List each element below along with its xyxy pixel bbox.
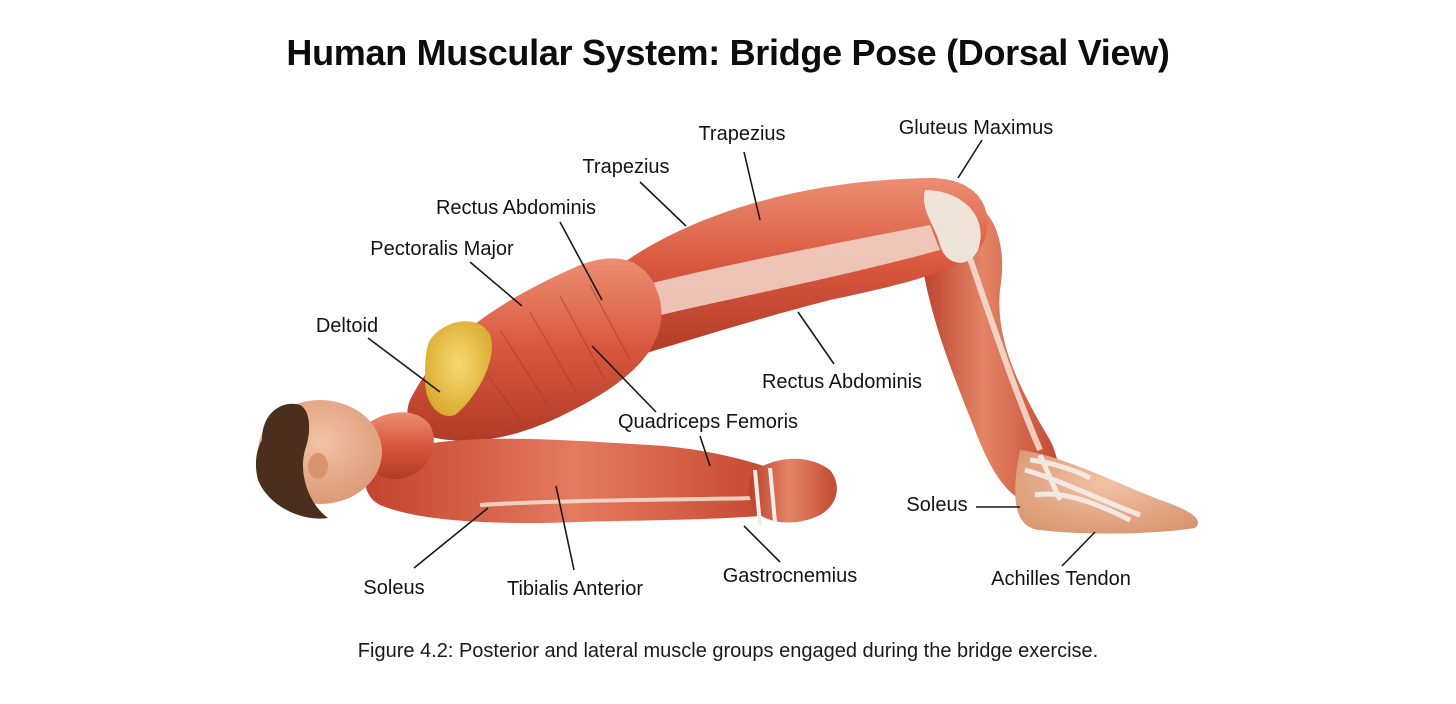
forearm-tendon — [479, 496, 761, 507]
labels: Trapezius Gluteus Maximus Trapezius Rect… — [316, 117, 1131, 600]
figure-title: Human Muscular System: Bridge Pose (Dors… — [286, 32, 1170, 73]
leader-trapezius-lower — [639, 181, 687, 227]
label-rectus-abdominis-upper: Rectus Abdominis — [436, 197, 596, 219]
arm — [365, 438, 785, 524]
leader-rectus-abdominis-upper — [559, 221, 603, 301]
label-trapezius-upper: Trapezius — [698, 123, 785, 145]
wrist-tendons — [753, 467, 777, 526]
leader-tibialis-anterior — [555, 485, 575, 571]
label-tibialis-anterior: Tibialis Anterior — [507, 578, 643, 600]
leader-trapezius-upper — [743, 151, 761, 221]
ear — [308, 453, 328, 479]
leader-pectoralis-major — [469, 261, 523, 307]
thigh-band — [625, 225, 940, 320]
leader-quadriceps-femoris — [591, 345, 657, 413]
leader-soleus-left — [413, 507, 489, 569]
leader-achilles-tendon — [1061, 531, 1096, 567]
leader-gluteus-maximus — [957, 139, 983, 179]
label-quadriceps-femoris: Quadriceps Femoris — [618, 411, 798, 433]
leader-deltoid — [367, 337, 441, 393]
figure-caption: Figure 4.2: Posterior and lateral muscle… — [357, 640, 1099, 662]
ankle-tendons — [1024, 453, 1141, 523]
label-pectoralis-major: Pectoralis Major — [370, 238, 514, 260]
deltoid-pad — [425, 321, 492, 416]
label-achilles-tendon: Achilles Tendon — [991, 568, 1131, 590]
leader-quadriceps-femoris-2 — [699, 435, 711, 467]
left-shin — [920, 197, 1059, 505]
label-trapezius-lower: Trapezius — [582, 156, 669, 178]
body-illustration — [255, 178, 1199, 534]
hair — [255, 403, 328, 519]
leader-gastrocnemius — [743, 525, 781, 563]
foot — [1015, 450, 1199, 534]
label-gastrocnemius: Gastrocnemius — [723, 565, 858, 587]
label-rectus-abdominis-lower: Rectus Abdominis — [762, 371, 922, 393]
leader-lines — [367, 139, 1096, 571]
label-gluteus-maximus: Gluteus Maximus — [899, 117, 1054, 139]
knee — [923, 190, 981, 263]
label-deltoid: Deltoid — [316, 315, 378, 337]
hand — [748, 458, 837, 523]
leader-rectus-abdominis-lower — [797, 311, 835, 365]
torso-striations — [469, 284, 631, 421]
label-soleus-left: Soleus — [363, 577, 424, 599]
label-soleus-right: Soleus — [906, 494, 967, 516]
